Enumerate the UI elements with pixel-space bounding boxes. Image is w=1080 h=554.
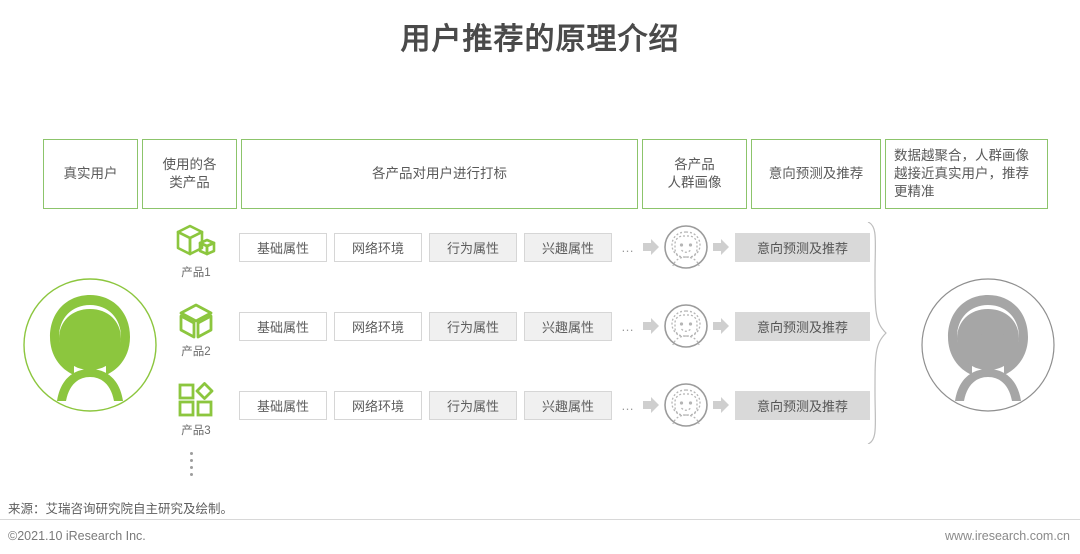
tag-chip[interactable]: 行为属性	[429, 311, 517, 341]
header-box-label: 使用的各类产品	[162, 156, 217, 190]
header-box-tagging: 各产品对用户进行打标	[241, 139, 638, 209]
product-cell: 产品3	[160, 380, 232, 438]
intent-prediction-box[interactable]: 意向预测及推荐	[735, 232, 870, 262]
boxes-icon	[160, 222, 232, 262]
real-user-avatar	[22, 277, 158, 413]
product-cell: 产品1	[160, 222, 232, 280]
product-label: 产品3	[181, 425, 211, 437]
grouping-brace	[866, 221, 896, 445]
more-products-ellipsis	[190, 452, 194, 480]
source-note: 来源：艾瑞咨询研究院自主研究及绘制。	[8, 502, 234, 516]
tag-chip[interactable]: 行为属性	[429, 232, 517, 262]
header-box-label: 数据越聚合，人群画像越接近真实用户，推荐更精准	[894, 147, 1029, 200]
header-box-products-used: 使用的各类产品	[142, 139, 237, 209]
header-box-label: 各产品对用户进行打标	[372, 165, 507, 181]
tag-chip[interactable]: 兴趣属性	[524, 390, 612, 420]
product-cell: 产品2	[160, 301, 232, 359]
header-row: 真实用户 使用的各类产品 各产品对用户进行打标 各产品人群画像 意向预测及推荐 …	[43, 139, 1048, 209]
tag-chip[interactable]: 行为属性	[429, 390, 517, 420]
tag-chip[interactable]: 兴趣属性	[524, 311, 612, 341]
tag-list: 基础属性 网络环境 行为属性 兴趣属性 …	[239, 382, 870, 428]
arrow-right-icon	[713, 396, 729, 414]
cube-icon	[160, 301, 232, 341]
tag-chip[interactable]: 网络环境	[334, 311, 422, 341]
tag-ellipsis: …	[621, 318, 635, 334]
website-url: www.iresearch.com.cn	[944, 529, 1070, 543]
product-label: 产品2	[181, 346, 211, 358]
tag-chip[interactable]: 兴趣属性	[524, 232, 612, 262]
footer-divider	[0, 519, 1080, 520]
tag-chip[interactable]: 网络环境	[334, 390, 422, 420]
dashed-person-icon	[663, 303, 709, 349]
header-box-real-user: 真实用户	[43, 139, 138, 209]
header-box-persona: 各产品人群画像	[642, 139, 747, 209]
header-box-label: 真实用户	[63, 165, 118, 181]
grid-shapes-icon	[160, 380, 232, 420]
arrow-right-icon	[713, 238, 729, 256]
tag-list: 基础属性 网络环境 行为属性 兴趣属性 …	[239, 303, 870, 349]
header-box-conclusion: 数据越聚合，人群画像越接近真实用户，推荐更精准	[885, 139, 1048, 209]
tag-list: 基础属性 网络环境 行为属性 兴趣属性 …	[239, 224, 870, 270]
dashed-person-icon	[663, 382, 709, 428]
dashed-person-icon	[663, 224, 709, 270]
page-title: 用户推荐的原理介绍	[400, 23, 680, 56]
arrow-right-icon	[643, 238, 659, 256]
aggregated-user-avatar	[920, 277, 1056, 413]
tag-chip[interactable]: 基础属性	[239, 390, 327, 420]
tag-chip[interactable]: 基础属性	[239, 232, 327, 262]
intent-prediction-box[interactable]: 意向预测及推荐	[735, 390, 870, 420]
arrow-right-icon	[643, 317, 659, 335]
tag-chip[interactable]: 网络环境	[334, 232, 422, 262]
tag-chip[interactable]: 基础属性	[239, 311, 327, 341]
header-box-intent: 意向预测及推荐	[751, 139, 881, 209]
tag-ellipsis: …	[621, 397, 635, 413]
tag-ellipsis: …	[621, 239, 635, 255]
arrow-right-icon	[643, 396, 659, 414]
copyright-text: ©2021.10 iResearch Inc.	[8, 529, 146, 543]
arrow-right-icon	[713, 317, 729, 335]
product-label: 产品1	[181, 267, 211, 279]
intent-prediction-box[interactable]: 意向预测及推荐	[735, 311, 870, 341]
header-box-label: 各产品人群画像	[667, 156, 722, 190]
header-box-label: 意向预测及推荐	[768, 165, 864, 181]
